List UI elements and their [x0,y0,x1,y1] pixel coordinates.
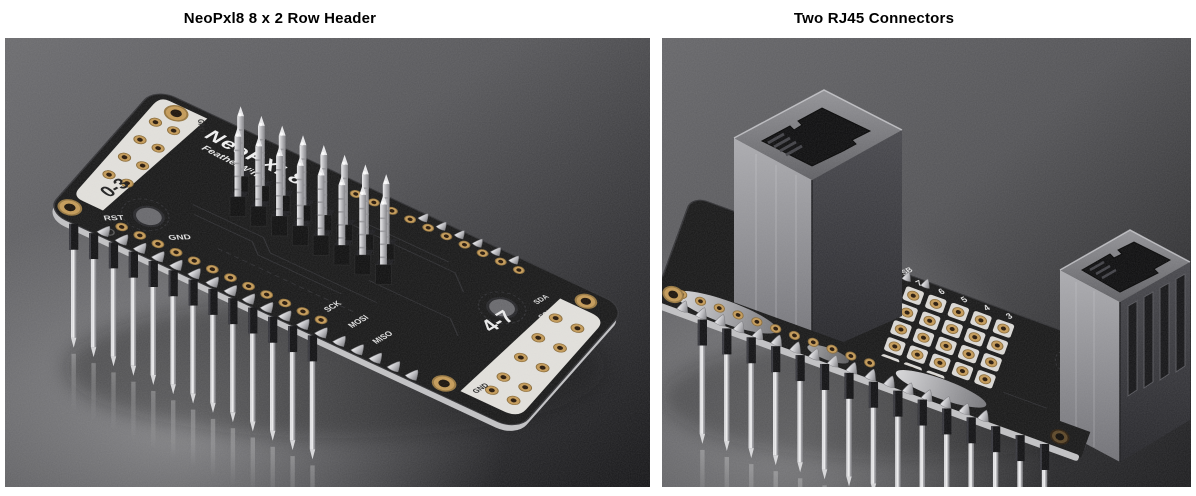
rj45-photo-canvas: AT EN USB 7 6 5 4 3 SCK [662,38,1191,487]
caption-rj45-connectors: Two RJ45 Connectors [793,10,955,27]
film-grain [662,38,1191,487]
neopxl8-photo-canvas: GND 0-3 NeoPXL8 FeatherWing RST GND SCK … [5,38,650,487]
photo-neopxl8-featherwing: GND 0-3 NeoPXL8 FeatherWing RST GND SCK … [5,38,650,487]
caption-neopxl8-header: NeoPxl8 8 x 2 Row Header [183,10,377,27]
film-grain [5,38,650,487]
photo-rj45-featherwing: AT EN USB 7 6 5 4 3 SCK [662,38,1191,487]
